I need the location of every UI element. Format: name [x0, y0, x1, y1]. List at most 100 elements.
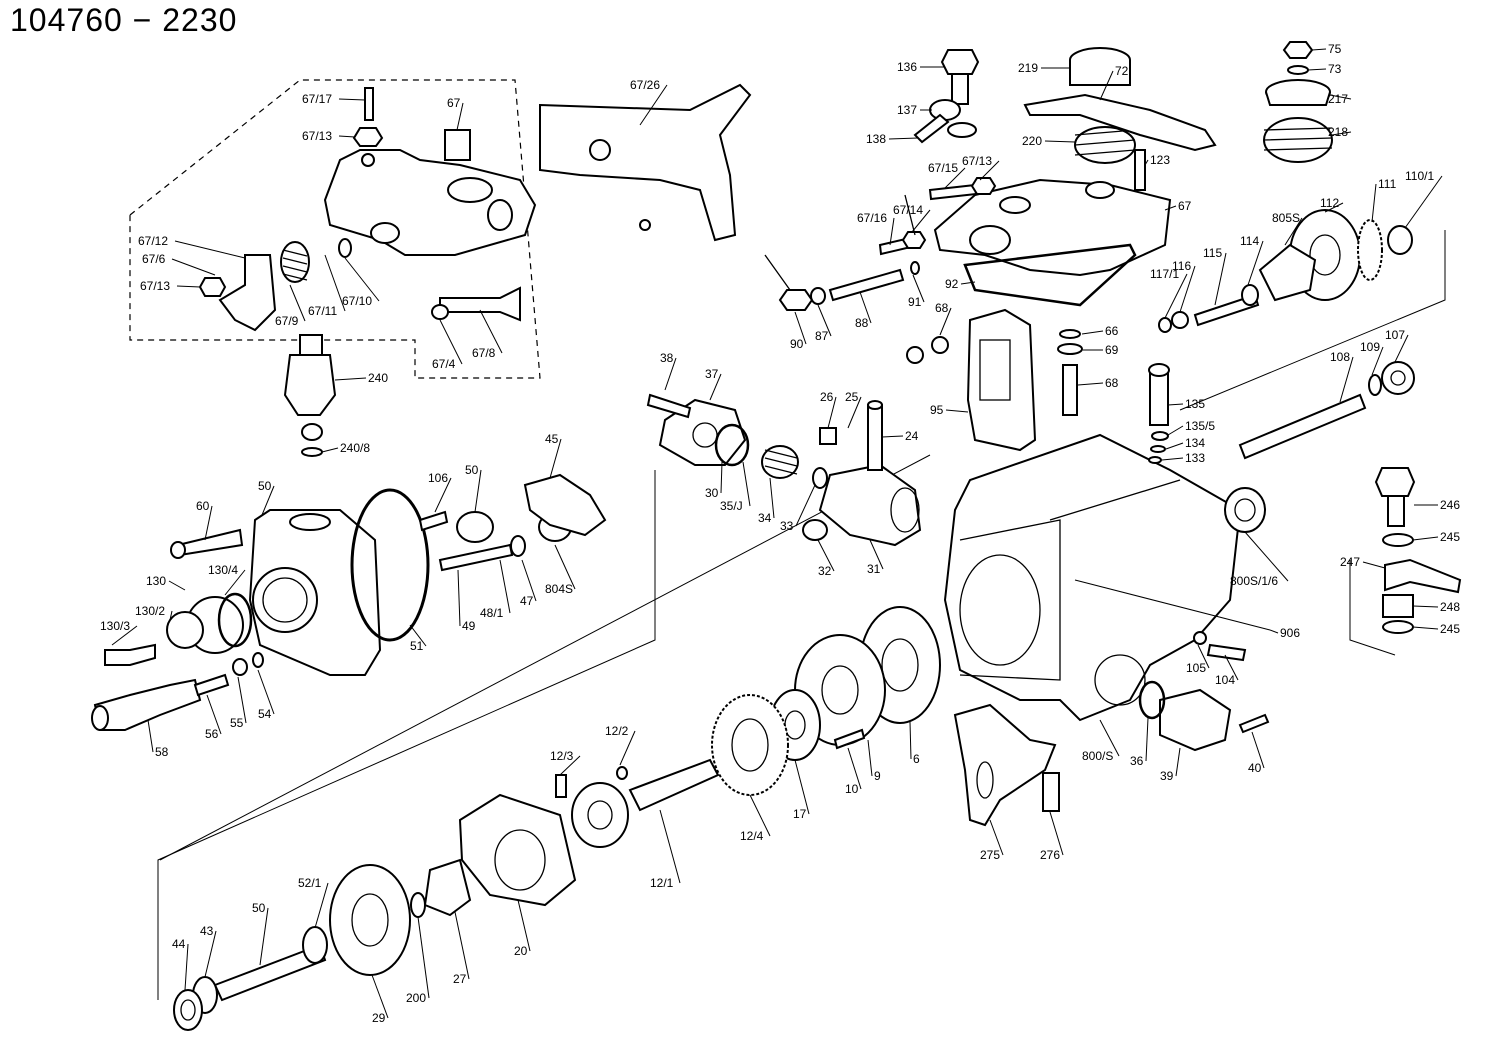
lever-72 [1023, 93, 1217, 152]
callout-106: 106 [428, 471, 452, 513]
callout-label: 275 [980, 848, 1000, 862]
callout-label: 73 [1328, 62, 1342, 76]
callout-25: 25 [845, 390, 862, 429]
callout-130-2: 130/2 [135, 604, 173, 621]
leader-line [869, 539, 884, 570]
callout-label: 45 [545, 432, 559, 446]
callout-29: 29 [371, 974, 389, 1025]
leader-line [1404, 175, 1443, 229]
leader-line [439, 319, 463, 365]
gasket-92 [963, 243, 1137, 307]
callout-67-16: 67/16 [857, 211, 895, 246]
callout-58: 58 [147, 719, 169, 759]
cover-subassembly-outline [129, 79, 541, 379]
screw-116 [1171, 311, 1189, 329]
callout-label: 248 [1440, 600, 1460, 614]
callout-label: 67 [447, 96, 461, 110]
ring-133 [1148, 456, 1162, 464]
leader-line [521, 559, 537, 602]
leader-line [881, 435, 904, 438]
callout-label: 40 [1248, 761, 1262, 775]
callout-label: 39 [1160, 769, 1174, 783]
callout-67: 67 [1164, 199, 1192, 213]
callout-label: 110/1 [1405, 169, 1434, 183]
clip-91 [910, 261, 920, 275]
callout-label: 68 [1105, 376, 1119, 390]
spring-218 [1263, 117, 1333, 163]
callout-label: 24 [905, 429, 919, 443]
callout-50: 50 [465, 463, 482, 513]
callout-label: 10 [845, 782, 859, 796]
diagram-title: 104760 − 2230 [10, 2, 238, 38]
callout-label: 219 [1018, 61, 1038, 75]
callout-label: 50 [465, 463, 479, 477]
callout-label: 135 [1185, 397, 1205, 411]
leader-line [417, 916, 430, 999]
leader-line [720, 461, 723, 494]
leader-line [549, 438, 562, 479]
callout-label: 67/4 [432, 357, 456, 371]
callout-label: 67/12 [138, 234, 168, 248]
leader-line [1251, 731, 1265, 769]
callout-35-J: 35/J [720, 461, 751, 513]
leader-line [909, 721, 912, 760]
callout-label: 804S [545, 582, 573, 596]
callout-label: 12/3 [550, 749, 574, 763]
screw-38 [646, 393, 692, 419]
leader-line [912, 274, 925, 303]
callout-label: 107 [1385, 328, 1405, 342]
callout-26: 26 [820, 390, 837, 429]
callout-label: 805S [1272, 211, 1300, 225]
callout-130-4: 130/4 [208, 563, 246, 596]
plug-50 [456, 511, 494, 543]
screws-68 [906, 336, 949, 364]
callout-20: 20 [514, 899, 531, 958]
roller-holder-31 [818, 463, 922, 547]
leader-line [847, 747, 862, 790]
callout-805S: 805S [1272, 211, 1303, 246]
leader-line [1371, 346, 1384, 376]
callout-label: 56 [205, 727, 219, 741]
leader-line [659, 809, 681, 884]
bolt-136 [940, 49, 980, 105]
callout-220: 220 [1022, 134, 1076, 148]
callout-91: 91 [908, 274, 925, 309]
callout-130: 130 [146, 574, 186, 591]
leader-line [168, 580, 186, 591]
drive-shaft-12-1 [628, 758, 720, 812]
callout-label: 58 [155, 745, 169, 759]
callout-48-1: 48/1 [480, 559, 511, 620]
callout-label: 49 [462, 619, 476, 633]
screw-67-15 [928, 183, 978, 201]
callout-label: 36 [1130, 754, 1144, 768]
callout-67-17: 67/17 [302, 92, 366, 106]
spring-34 [761, 445, 799, 479]
assembly-guide-line-right [1179, 230, 1446, 411]
callout-label: 67/9 [275, 314, 299, 328]
callout-label: 130/4 [208, 563, 238, 577]
leader-line [1167, 403, 1184, 406]
screw-117-1 [1158, 317, 1172, 333]
leader-line [314, 882, 329, 929]
washer-54 [252, 652, 264, 668]
leader-line [817, 539, 835, 572]
callout-117-1: 117/1 [1150, 267, 1188, 319]
callout-111: 111 [1371, 177, 1397, 223]
callout-label: 906 [1280, 626, 1300, 640]
callout-label: 12/4 [740, 829, 764, 843]
callout-138: 138 [866, 132, 919, 146]
callout-label: 95 [930, 403, 944, 417]
callout-49: 49 [457, 569, 476, 633]
leader-line [171, 258, 216, 276]
callout-110-1: 110/1 [1404, 169, 1443, 229]
leader-line [859, 291, 872, 324]
callout-label: 75 [1328, 42, 1342, 56]
leader-line [742, 461, 751, 507]
callout-67-13: 67/13 [302, 129, 356, 143]
oring-30 [714, 423, 750, 467]
banjo-bolt-246 [1374, 467, 1416, 527]
callout-label: 30 [705, 486, 719, 500]
plug-106 [418, 510, 449, 532]
pin-24 [867, 400, 883, 471]
nut-67-13-right [970, 177, 997, 195]
